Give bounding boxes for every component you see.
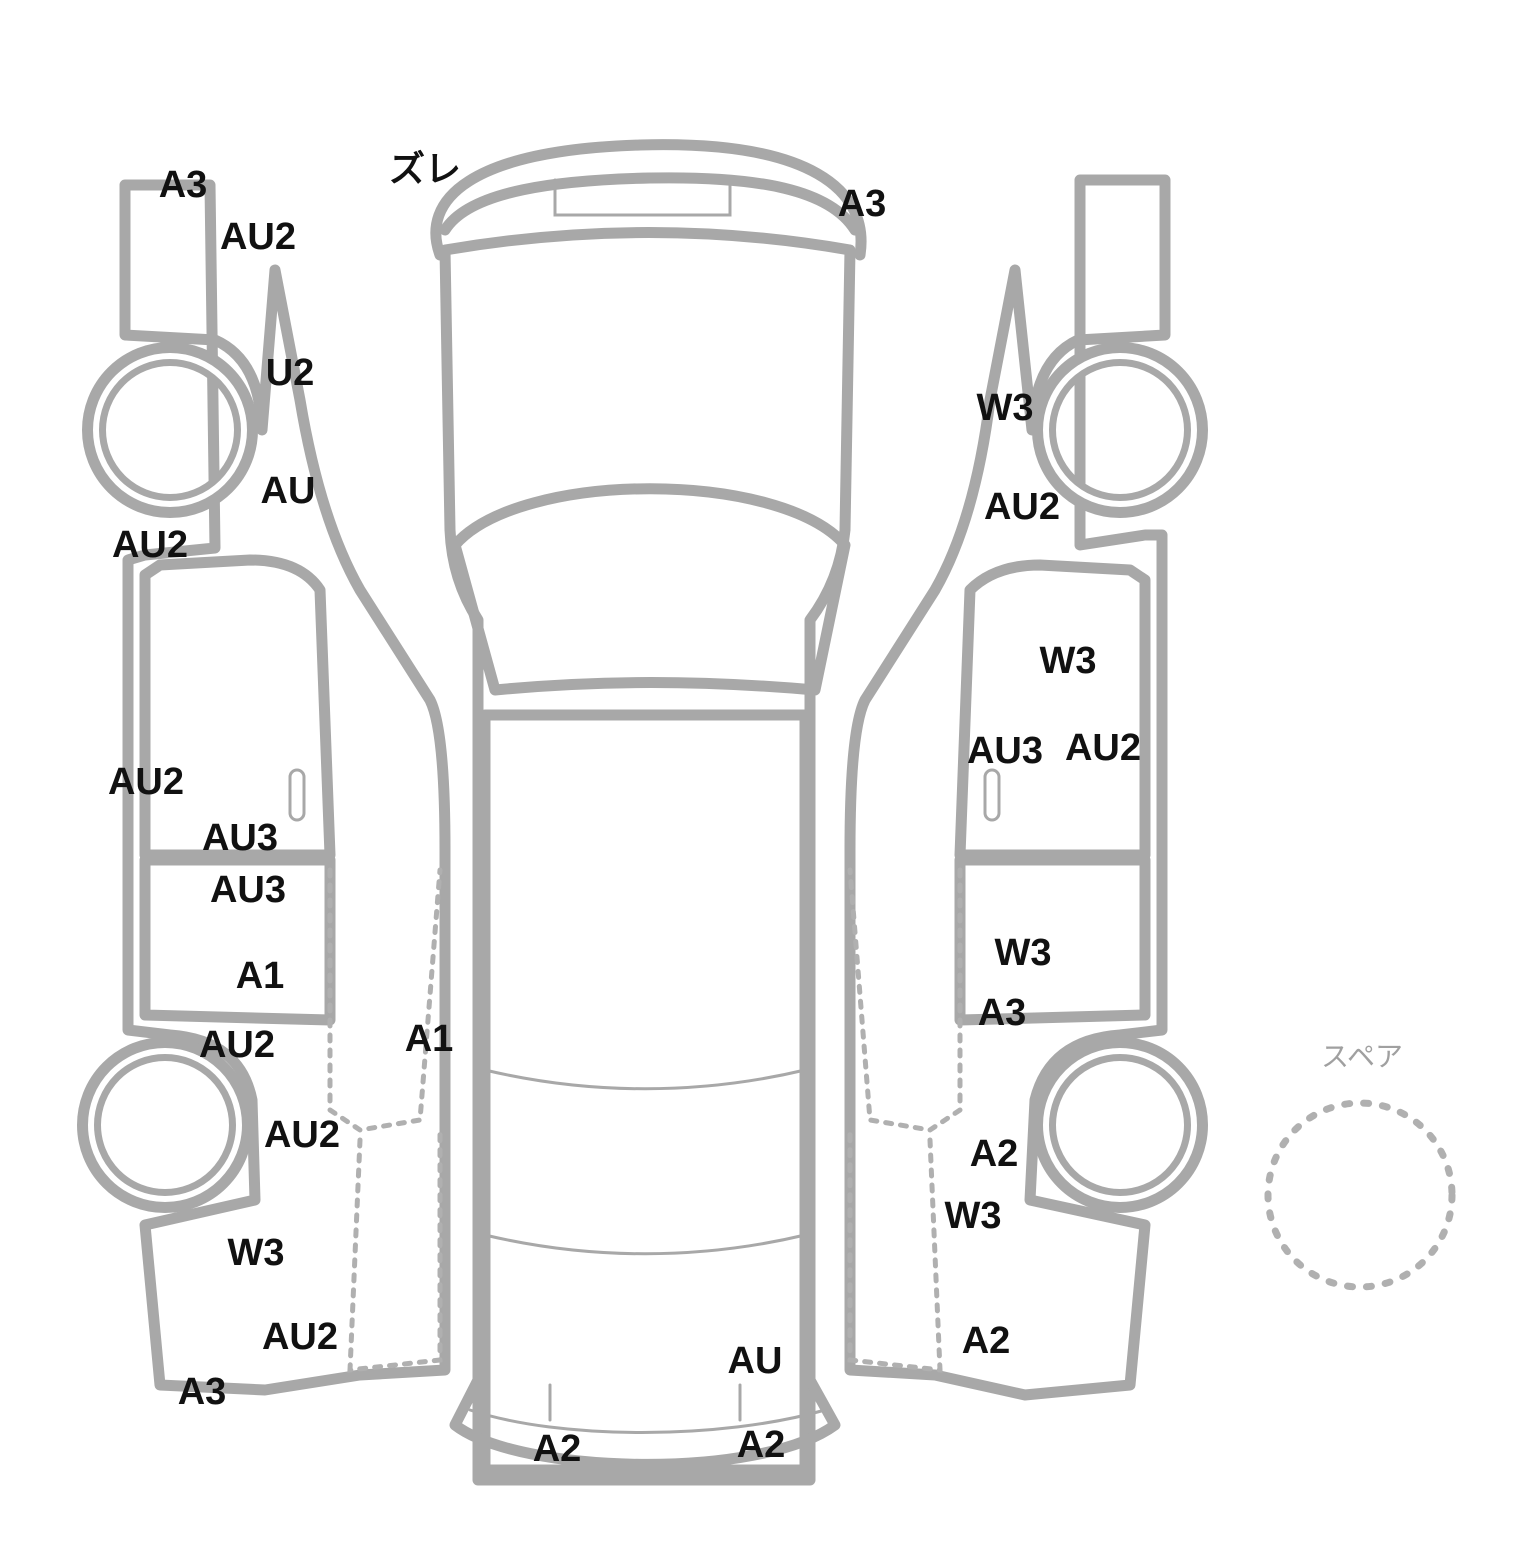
car-body-top <box>439 227 856 1486</box>
damage-mark: AU2 <box>261 1316 339 1358</box>
damage-mark: A1 <box>235 955 285 997</box>
damage-mark: A3 <box>977 992 1027 1034</box>
damage-mark: AU2 <box>198 1024 276 1066</box>
damage-mark: A3 <box>158 164 208 206</box>
damage-mark: AU2 <box>983 486 1061 528</box>
left-body-outline <box>119 179 451 1396</box>
top-view <box>430 139 867 1486</box>
roof <box>479 709 811 1476</box>
rear-bumper <box>449 1374 841 1470</box>
damage-mark: W3 <box>227 1232 285 1274</box>
left-front-door-line <box>139 554 336 861</box>
damage-mark: U2 <box>265 352 315 394</box>
damage-mark: W3 <box>976 387 1034 429</box>
damage-mark: W3 <box>944 1195 1002 1237</box>
damage-mark: AU2 <box>107 761 185 803</box>
right-front-door-line <box>954 559 1151 861</box>
damage-mark: A2 <box>736 1424 786 1466</box>
damage-mark: AU <box>727 1340 783 1382</box>
front-bumper <box>430 139 867 261</box>
damage-mark: AU <box>260 470 316 512</box>
damage-mark: AU3 <box>209 869 287 911</box>
damage-mark: AU3 <box>201 817 279 859</box>
windshield <box>449 483 851 696</box>
damage-mark: AU2 <box>219 216 297 258</box>
damage-mark: AU2 <box>111 524 189 566</box>
damage-mark: AU3 <box>966 730 1044 772</box>
damage-mark: A1 <box>404 1018 454 1060</box>
damage-mark: A3 <box>177 1371 227 1413</box>
damage-mark: AU2 <box>1064 727 1142 769</box>
damage-mark: W3 <box>994 932 1052 974</box>
damage-mark: A3 <box>837 183 887 225</box>
damage-mark: A2 <box>961 1320 1011 1362</box>
left-side-view <box>77 179 451 1396</box>
spare-label: スペア <box>1320 1040 1404 1073</box>
damage-mark: W3 <box>1039 640 1097 682</box>
damage-mark: AU2 <box>263 1114 341 1156</box>
right-side-view <box>844 174 1208 1401</box>
damage-mark: ズレ <box>388 149 462 190</box>
damage-mark: A2 <box>532 1428 582 1470</box>
spare-tire-placeholder <box>1264 1099 1456 1291</box>
damage-mark: A2 <box>969 1133 1019 1175</box>
right-body-outline <box>844 174 1171 1401</box>
front-bumper-inner <box>439 172 861 236</box>
